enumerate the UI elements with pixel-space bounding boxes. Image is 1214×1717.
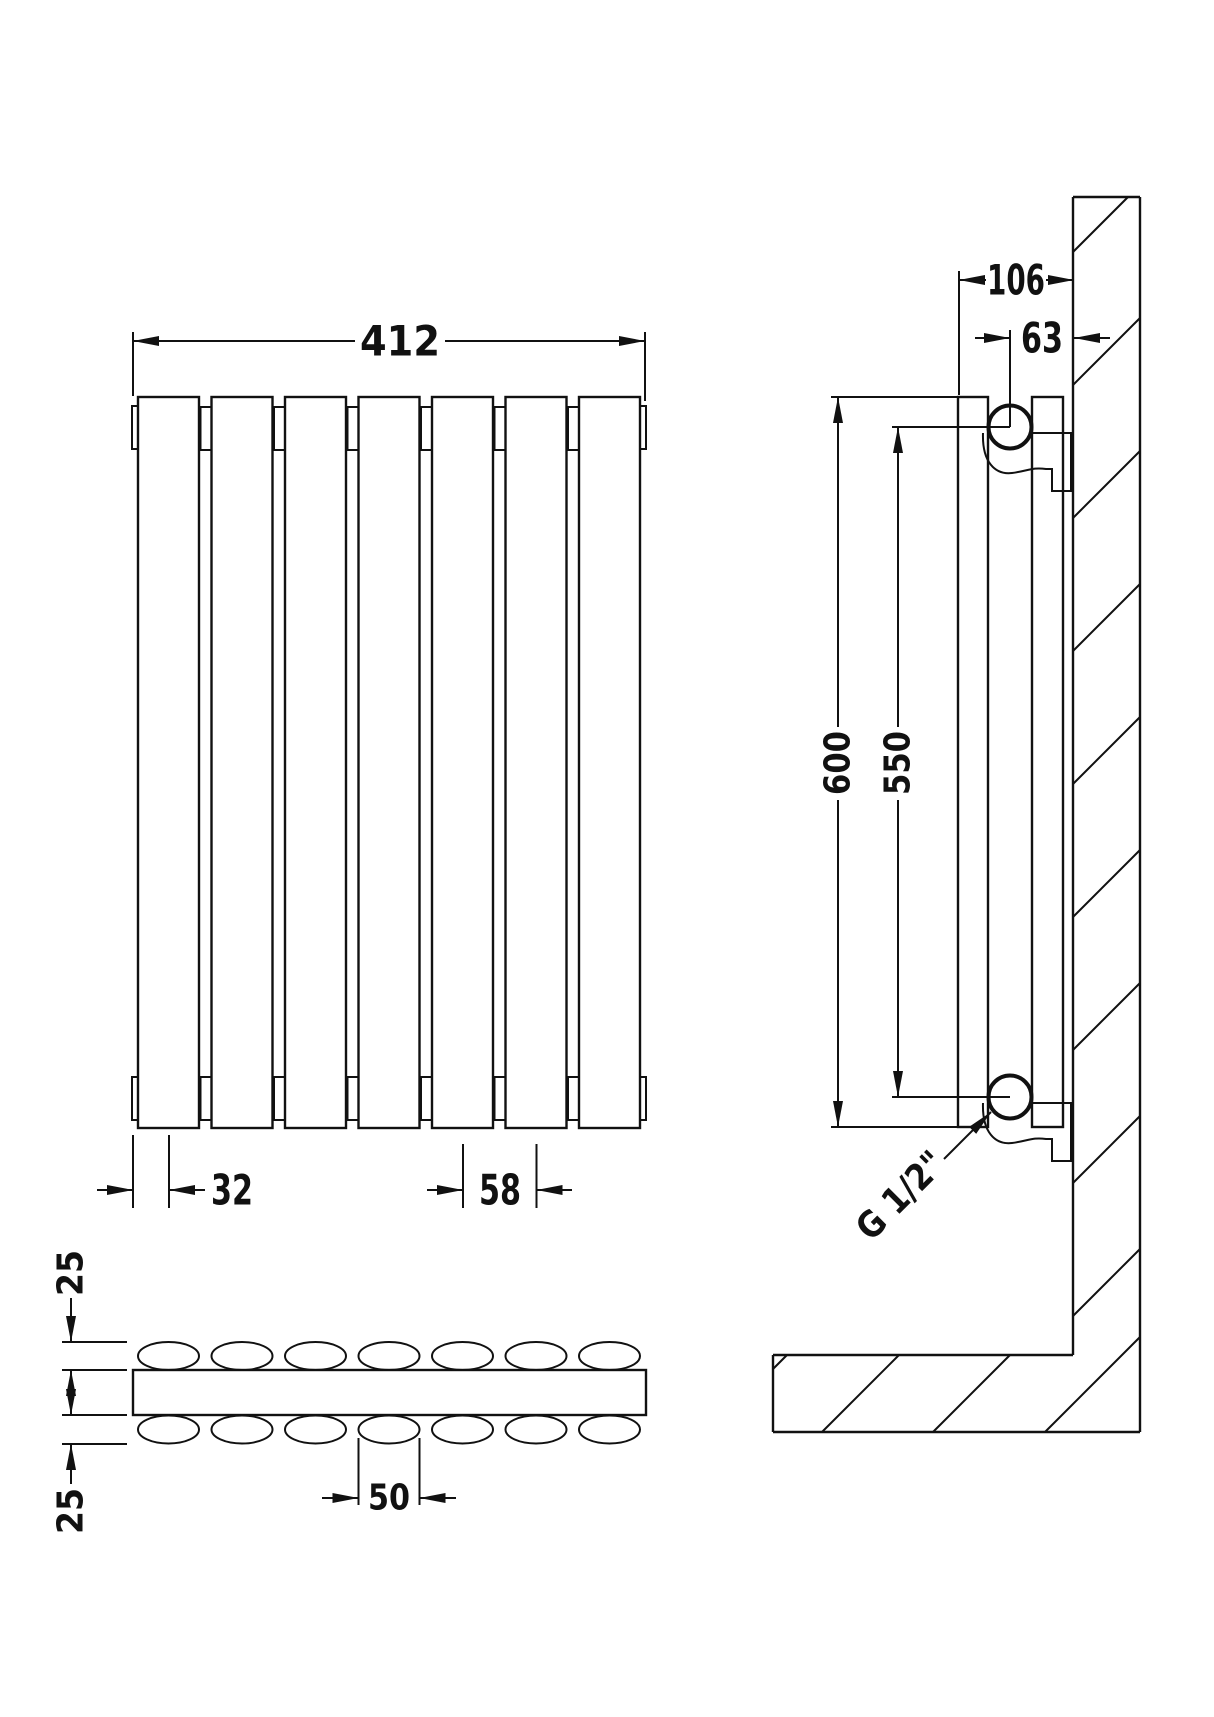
plan-manifold (131, 1368, 648, 1417)
top-bracket (981, 432, 1073, 492)
wall-section (771, 195, 1142, 1434)
front-panel (357, 395, 421, 1130)
side-tab (639, 1076, 647, 1121)
front-top-connectors (199, 406, 580, 451)
front-view: 412 32 58 (97, 317, 647, 1215)
front-panel (504, 395, 568, 1130)
side-rear-panel (1030, 395, 1065, 1129)
front-panel (136, 395, 201, 1130)
panel-connector (567, 1076, 580, 1121)
oval-tube (210, 1341, 274, 1371)
plan-top-tubes (137, 1341, 641, 1371)
dim-label-tube-width: 50 (368, 1478, 410, 1519)
dim-overall-width: 412 (132, 317, 646, 401)
side-view: 106 63 600 550 G 1/2" (771, 195, 1142, 1434)
side-front-panel (956, 395, 990, 1129)
dim-label-height: 600 (818, 731, 859, 795)
oval-tube (578, 1414, 641, 1445)
panel-connector (493, 406, 507, 451)
oval-tube (431, 1414, 494, 1445)
oval-tube (210, 1414, 274, 1445)
dim-label-connection: G 1/2" (848, 1143, 953, 1248)
dim-label-pipe-centres: 550 (878, 731, 919, 795)
panel-connector (420, 406, 433, 451)
panel-connector (420, 1076, 433, 1121)
dim-label-depth: 106 (987, 256, 1045, 305)
oval-tube (578, 1341, 641, 1371)
dim-panel-pitch: 58 (427, 1144, 572, 1215)
dim-end-offset: 32 (97, 1135, 253, 1215)
dim-tube-depths: 25 25 (51, 1250, 127, 1534)
oval-tube (431, 1341, 494, 1371)
oval-tube (504, 1341, 568, 1371)
floor-hatching (772, 1354, 1011, 1433)
dim-label-end-offset: 32 (211, 1166, 253, 1215)
dim-label-overall-width: 412 (360, 317, 440, 366)
panel-connector (567, 406, 580, 451)
panel-connector (493, 1076, 507, 1121)
dim-pipe-to-wall: 63 (975, 314, 1110, 363)
front-side-tabs (131, 405, 647, 1121)
oval-tube (137, 1341, 200, 1371)
plan-bottom-tubes (137, 1414, 641, 1445)
side-tab (131, 405, 139, 450)
dim-label-pipe-to-wall: 63 (1021, 314, 1063, 363)
panel-connector (199, 1076, 213, 1121)
front-panels (136, 395, 642, 1130)
plan-view: 25 25 50 (51, 1250, 648, 1534)
oval-tube (357, 1414, 421, 1445)
side-tab (639, 405, 647, 450)
oval-tube (284, 1341, 347, 1371)
dim-label-bottom-tube: 25 (51, 1488, 92, 1534)
oval-tube (137, 1414, 200, 1445)
dim-pipe-centres: 550 (878, 427, 919, 1097)
wall-hatching (1044, 196, 1141, 1433)
dim-depth-to-wall: 106 (959, 256, 1074, 305)
dim-label-panel-pitch: 58 (479, 1166, 521, 1215)
oval-tube (357, 1341, 421, 1371)
panel-connector (199, 406, 213, 451)
panel-connector (346, 1076, 360, 1121)
dim-label-top-tube: 25 (51, 1250, 92, 1296)
panel-connector (273, 1076, 286, 1121)
front-panel (430, 395, 495, 1130)
front-panel (577, 395, 642, 1130)
panel-connector (273, 406, 286, 451)
panel-connector (346, 406, 360, 451)
front-bottom-connectors (199, 1076, 580, 1121)
dim-overall-height: 600 (818, 397, 859, 1127)
oval-tube (504, 1414, 568, 1445)
connection-callout: G 1/2" (848, 1111, 992, 1249)
front-panel (210, 395, 274, 1130)
side-tab (131, 1076, 139, 1121)
front-panel (283, 395, 348, 1130)
oval-tube (284, 1414, 347, 1445)
dim-tube-width: 50 (322, 1438, 456, 1519)
